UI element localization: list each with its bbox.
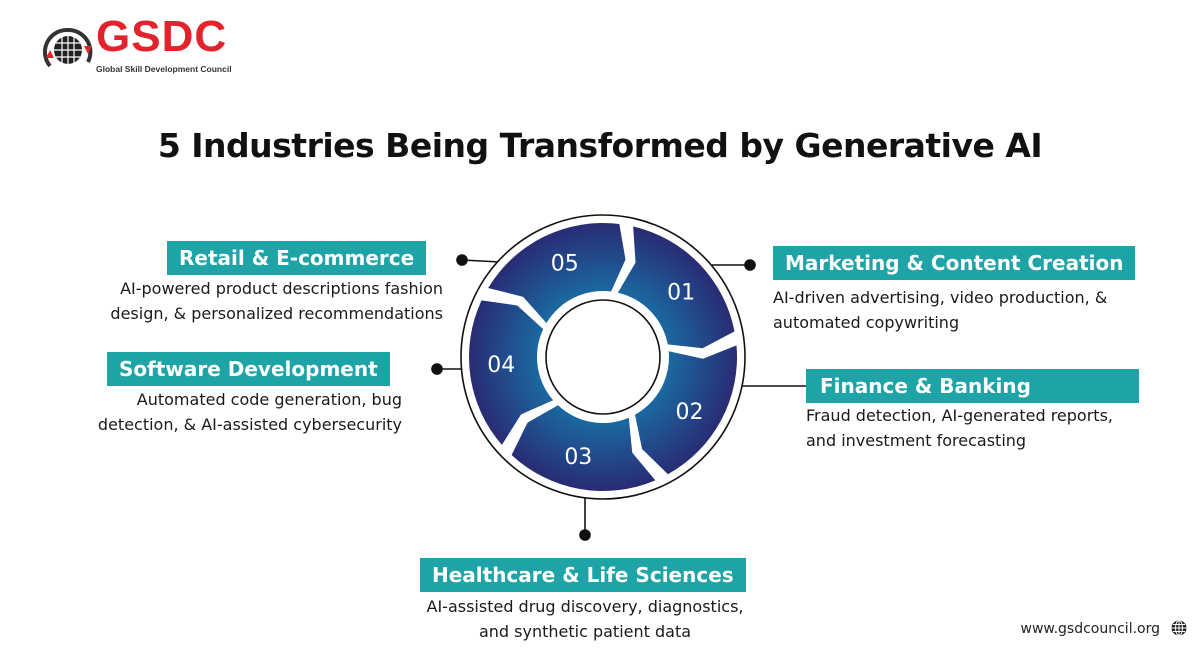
globe-logo-icon (42, 27, 93, 68)
page-title: 5 Industries Being Transformed by Genera… (157, 126, 1043, 165)
desc-line: Fraud detection, AI-generated reports, (806, 406, 1113, 425)
tag-finance: Finance & Banking (806, 369, 1139, 403)
segment-number-02: 02 (676, 400, 704, 425)
desc-line: AI-powered product descriptions fashion (120, 279, 443, 298)
desc-line: detection, & AI-assisted cybersecurity (97, 415, 402, 434)
inner-ring (545, 299, 661, 415)
desc-line: Automated code generation, bug (136, 390, 402, 409)
segment-number-01: 01 (667, 280, 695, 305)
brand-subtitle: Global Skill Development Council (96, 64, 232, 74)
desc-line: AI-driven advertising, video production,… (773, 288, 1108, 307)
desc-marketing: AI-driven advertising, video production,… (773, 285, 1107, 335)
desc-line: AI-assisted drug discovery, diagnostics, (426, 597, 744, 616)
tag-healthcare: Healthcare & Life Sciences (420, 558, 746, 592)
cycle-segment-02 (634, 345, 738, 475)
logo (38, 22, 94, 78)
segment-number-05: 05 (551, 251, 579, 276)
tag-retail: Retail & E-commerce (167, 241, 427, 275)
connector-05 (461, 259, 501, 263)
cycle-segment-01 (617, 226, 735, 349)
tag-software: Software Development (107, 352, 390, 386)
globe-icon (1171, 620, 1187, 636)
desc-line: automated copywriting (773, 313, 960, 332)
segment-number-03: 03 (564, 445, 592, 470)
desc-retail: AI-powered product descriptions fashion … (110, 276, 443, 326)
cycle-segment-04 (469, 300, 554, 445)
desc-line: and synthetic patient data (478, 622, 692, 641)
cycle-segment-03 (511, 405, 656, 492)
tag-marketing: Marketing & Content Creation (773, 246, 1136, 280)
desc-healthcare: AI-assisted drug discovery, diagnostics,… (385, 594, 785, 644)
brand-name: GSDC (96, 12, 228, 61)
segment-number-04: 04 (487, 353, 515, 378)
desc-line: design, & personalized recommendations (110, 304, 443, 323)
footer-url-text[interactable]: www.gsdcouncil.org (1020, 621, 1160, 637)
footer-url[interactable]: www.gsdcouncil.org (1021, 620, 1160, 638)
desc-finance: Fraud detection, AI-generated reports, a… (806, 403, 1113, 453)
cycle-segment-05 (488, 222, 626, 324)
desc-software: Automated code generation, bug detection… (98, 387, 402, 437)
desc-line: and investment forecasting (806, 431, 1027, 450)
